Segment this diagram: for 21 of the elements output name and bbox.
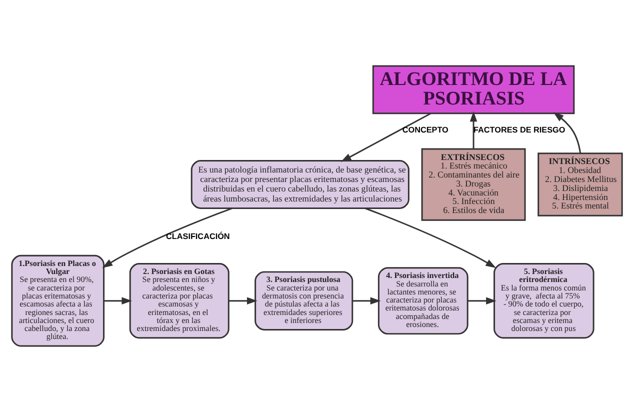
edge-label: FACTORES DE RIESGO [474, 125, 566, 134]
arrow [102, 207, 232, 268]
arrow [228, 296, 258, 304]
node-box: 5. Psoriasis eritrodérmica Es la forma menos común y grave, afecta al 75% - 90% de todo el cuerpo, se caracteriza por escamas y eritema dolorosas y con pus [494, 262, 594, 338]
arrow [104, 296, 132, 304]
node-box: EXTRÍNSECOS 1. Estrés mecánico 2. Contaminantes del aire 3. Drogas 4. Vacunación 5. Infección 6. Estilos de vida [421, 148, 526, 220]
arrow [352, 296, 381, 304]
node-box: ALGORITMO DE LA PSORIASIS [372, 64, 575, 114]
arrow [364, 207, 496, 268]
arrow [553, 112, 582, 153]
node-box: Es una patología inflamatoria crónica, de base genética, se caracteriza por presentar placas eritematosas y escamosas distribuidas en el cuero cabelludo, las zonas glúteas, las áreas lumbosacras, las extremidades y las articulaciones [190, 160, 410, 208]
arrow [470, 110, 478, 148]
node-box: 4. Psoriasis invertida Se desarrolla en lactantes menores, se caracteriza por placas eritematosas dolorosas acompañadas de erosiones. [378, 266, 468, 334]
edge-label: CONCEPTO [402, 125, 448, 134]
arrow [468, 296, 496, 304]
node-box: 1.Psoriasis en Placas o Vulgar Se presenta en el 90%, se caracteriza por placas eritematosas y escamosas afecta a las regiones sacras, las articulaciones, el cuero cabelludo, y la zona glútea. [11, 254, 105, 346]
edge-label: CLASIFICACIÓN [166, 232, 230, 241]
node-box: INTRÍNSECOS 1. Obesidad 2. Diabetes Mellitus 3. Dislipidemia 4. Hipertensión 5. Estrés mental [538, 152, 623, 216]
node-box: 2. Psoriasis en Gotas Se presenta en niños y adolescentes, se caracteriza por placas escamosas y eritematosas, en el tórax y en las extremidades proximales. [129, 262, 230, 338]
node-box: 3. Psoriasis pustulosa Se caracteriza por una dermatosis con presencia de pústulas afecta a las extremidades superiores e inferiores [254, 270, 354, 330]
arrow [340, 112, 432, 162]
